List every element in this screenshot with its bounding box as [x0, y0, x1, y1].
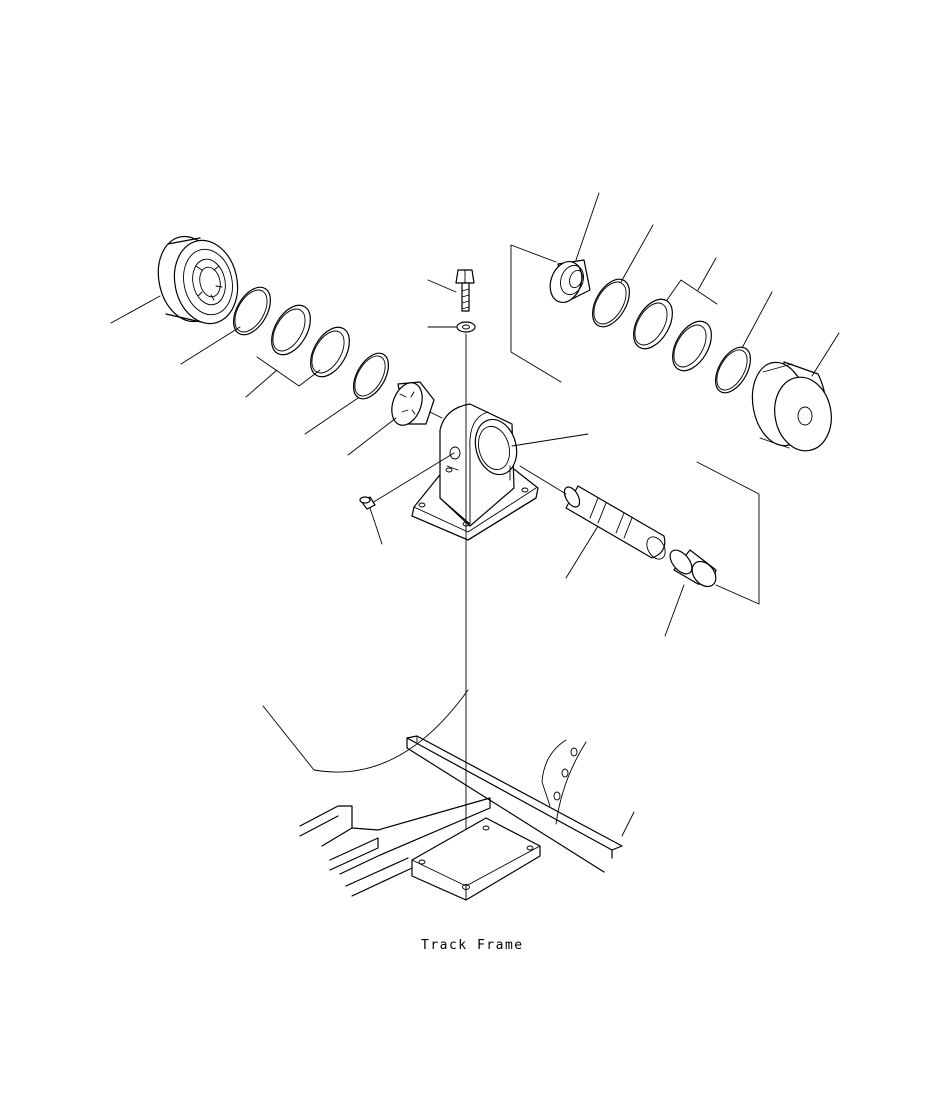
left-bushing: [391, 381, 443, 426]
shaft-bushing: [664, 461, 760, 637]
bracket-housing: [371, 403, 589, 541]
right-seal-2: [666, 257, 718, 372]
right-o-ring-1: [592, 224, 654, 328]
bolt: [427, 269, 475, 312]
left-o-ring-2: [352, 352, 390, 400]
right-bushing: [510, 192, 600, 383]
track-frame: [262, 333, 635, 901]
left-seal-2: [310, 326, 350, 378]
right-o-ring-2: [714, 291, 773, 394]
left-roller: [157, 235, 239, 325]
left-leader-lines: [110, 295, 397, 456]
grease-fitting: [359, 496, 383, 545]
shaft: [519, 465, 666, 579]
left-seal-1: [271, 304, 311, 356]
left-o-ring-1: [233, 286, 271, 336]
right-roller: [751, 332, 840, 452]
right-seal-1: [633, 298, 673, 350]
washer: [427, 321, 476, 333]
track-frame-caption: Track Frame: [421, 938, 524, 953]
